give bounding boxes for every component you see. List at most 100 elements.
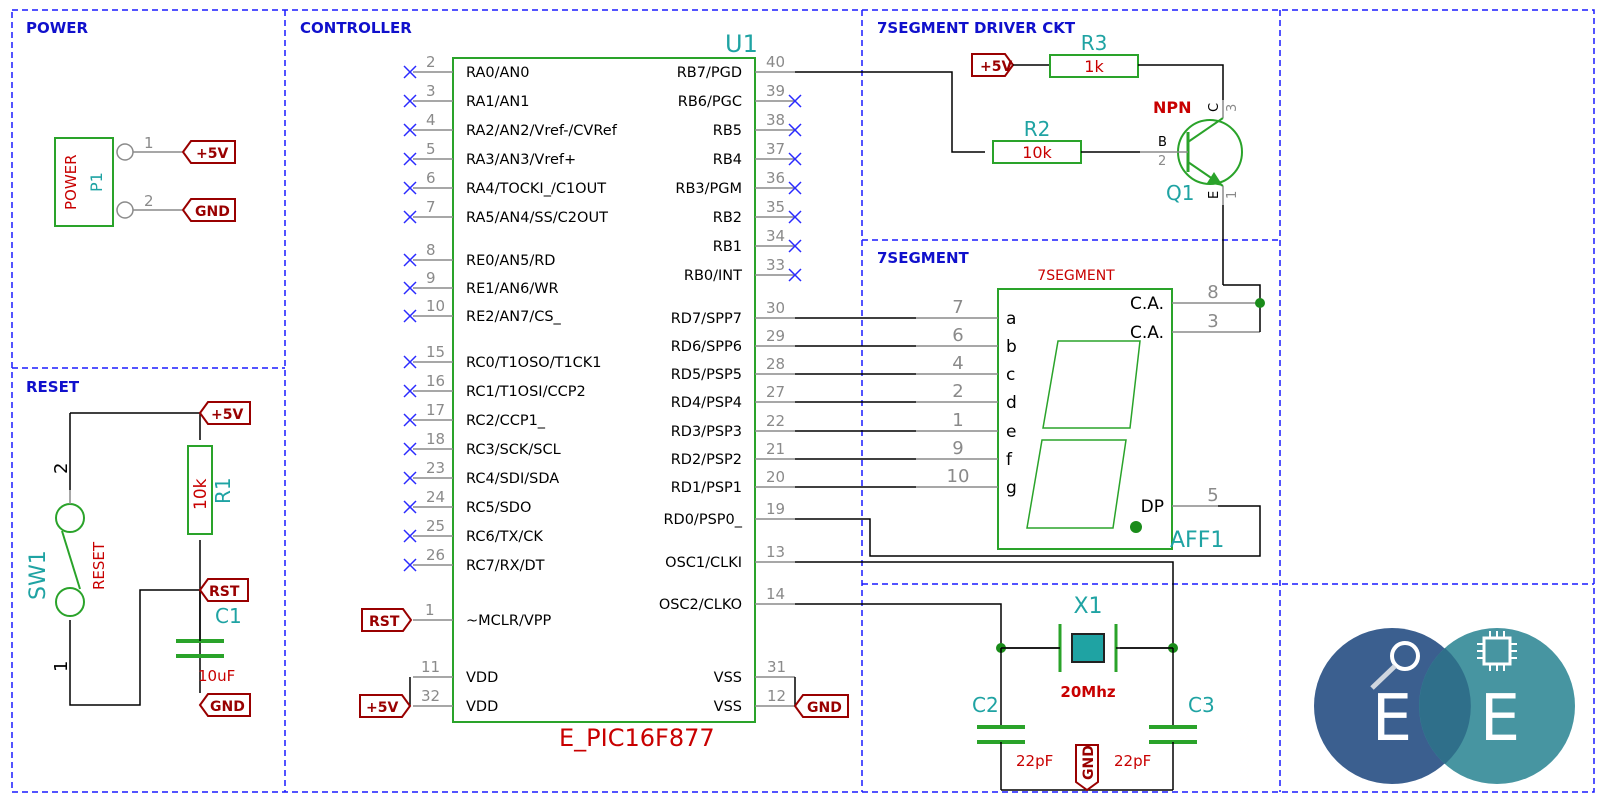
mcu-right-pin-name: RB2 — [713, 210, 742, 226]
r3-value: 1k — [1084, 57, 1104, 76]
mcu-left-pin-name: RC7/RX/DT — [466, 558, 545, 574]
vdd2-pin-num: 32 — [421, 687, 440, 705]
no-connect-icon — [403, 558, 417, 572]
c2-ref: C2 — [972, 693, 999, 717]
mcu-left-pin-name: RE1/AN6/WR — [466, 281, 559, 297]
vss1-pin-name: VSS — [714, 670, 742, 686]
p1-value: POWER — [62, 154, 80, 210]
mcu-right-pin-num: 19 — [766, 500, 785, 518]
mcu-left-pin-name: RA0/AN0 — [466, 65, 530, 81]
segment-pin-name: a — [1006, 309, 1016, 329]
mclr-pin-num: 1 — [425, 601, 435, 619]
mcu-left-pin-name: RA3/AN3/Vref+ — [466, 152, 576, 168]
no-connect-icon — [403, 309, 417, 323]
vdd1-pin-num: 11 — [421, 658, 440, 676]
vss1-pin-num: 31 — [767, 658, 786, 676]
mcu-left-pin-num: 24 — [426, 488, 445, 506]
vdd2-pin-name: VDD — [466, 699, 498, 715]
mcu-right-pin-name: RD0/PSP0_ — [663, 512, 742, 528]
q1-pin-c: C — [1207, 103, 1222, 112]
mcu-right-pin-name: RD6/SPP6 — [671, 339, 742, 355]
crystal-label-gnd: GND — [1081, 745, 1097, 780]
q1-pin-e: E — [1207, 191, 1222, 199]
mcu-right-pins: 40RB7/PGD39RB6/PGC38RB537RB436RB3/PGM35R… — [659, 53, 802, 613]
vdd1-pin-name: VDD — [466, 670, 498, 686]
mcu-left-pin-num: 8 — [426, 241, 436, 259]
no-connect-icon — [788, 181, 802, 195]
mcu-left-pins: 2RA0/AN03RA1/AN14RA2/AN2/Vref-/CVRef5RA3… — [403, 53, 618, 574]
mcu-left-pin-name: RE2/AN7/CS_ — [466, 309, 562, 325]
q1-value: NPN — [1153, 98, 1192, 117]
power-label-gnd: GND — [195, 204, 230, 220]
vss2-pin-num: 12 — [767, 687, 786, 705]
microcontroller-u1: U1 E_PIC16F877 2RA0/AN03RA1/AN14RA2/AN2/… — [359, 30, 849, 752]
segment-pin-name: e — [1006, 422, 1016, 442]
vss-label-gnd: GND — [807, 700, 842, 716]
mcu-left-pin-num: 7 — [426, 198, 436, 216]
no-connect-icon — [403, 471, 417, 485]
no-connect-icon — [403, 65, 417, 79]
mcu-left-pin-name: RC0/T1OSO/T1CK1 — [466, 355, 602, 371]
no-connect-icon — [788, 123, 802, 137]
mcu-right-pin-name: OSC2/CLKO — [659, 597, 742, 613]
power-label-5v: +5V — [196, 146, 228, 162]
mcu-right-pin-num: 22 — [766, 412, 785, 430]
no-connect-icon — [403, 253, 417, 267]
vss2-pin-name: VSS — [714, 699, 742, 715]
mcu-left-pin-name: RE0/AN5/RD — [466, 253, 555, 269]
crystal-circuit: X1 20Mhz C2 22pF C3 22pF GND — [972, 594, 1215, 792]
mcu-right-pin-num: 29 — [766, 327, 785, 345]
no-connect-icon — [403, 152, 417, 166]
segment-pin-name: f — [1006, 450, 1013, 470]
no-connect-icon — [788, 94, 802, 108]
q1-num-e: 1 — [1225, 191, 1240, 199]
mcu-right-pin-num: 37 — [766, 140, 785, 158]
reset-label-5v: +5V — [211, 407, 243, 423]
mclr-label-rst: RST — [369, 614, 400, 630]
sw1-ref: SW1 — [26, 550, 51, 600]
x1-ref: X1 — [1073, 594, 1102, 619]
mcu-right-pin-name: RB4 — [713, 152, 742, 168]
section-title-driver: 7SEGMENT DRIVER CKT — [877, 19, 1076, 37]
ca2-name: C.A. — [1130, 323, 1164, 343]
mcu-right-pin-num: 28 — [766, 355, 785, 373]
reset-circuit: SW1 RESET 2 1 10k R1 C1 10uF +5V RST GND — [26, 401, 251, 717]
q1-ref: Q1 — [1166, 181, 1194, 205]
p1-pin1-num: 1 — [144, 134, 154, 152]
signal-wires — [795, 71, 1261, 648]
r1-ref: R1 — [211, 477, 235, 504]
mcu-right-pin-name: RB1 — [713, 239, 742, 255]
mcu-right-pin-name: RD3/PSP3 — [671, 424, 742, 440]
mcu-left-pin-name: RC4/SDI/SDA — [466, 471, 559, 487]
sw1-value: RESET — [90, 541, 108, 590]
q1-num-b: 2 — [1158, 154, 1166, 169]
mcu-left-pin-num: 16 — [426, 372, 445, 390]
no-connect-icon — [403, 94, 417, 108]
segment-pin-name: d — [1006, 393, 1017, 413]
u1-value: E_PIC16F877 — [559, 724, 715, 752]
segment-pin-name: g — [1006, 478, 1017, 498]
mcu-left-pin-num: 26 — [426, 546, 445, 564]
aff1-value: 7SEGMENT — [1037, 268, 1115, 284]
mcu-left-pin-num: 3 — [426, 82, 436, 100]
no-connect-icon — [403, 384, 417, 398]
segment-pin-num: 2 — [952, 381, 963, 402]
reset-label-gnd: GND — [210, 699, 245, 715]
mcu-right-pin-name: OSC1/CLKI — [665, 555, 742, 571]
logo-letter-right: E — [1480, 682, 1520, 756]
power-label-5v-shape — [181, 140, 236, 164]
mcu-left-pin-name: RC5/SDO — [466, 500, 531, 516]
dp-name: DP — [1141, 497, 1164, 517]
c3-value: 22pF — [1114, 752, 1151, 770]
no-connect-icon — [403, 123, 417, 137]
mcu-right-pin-num: 20 — [766, 468, 785, 486]
segment-pin-num: 10 — [947, 466, 970, 487]
mcu-left-pin-name: RA4/TOCKI_/C1OUT — [466, 181, 606, 197]
no-connect-icon — [403, 529, 417, 543]
no-connect-icon — [403, 500, 417, 514]
mcu-left-pin-num: 25 — [426, 517, 445, 535]
mcu-left-pin-name: RC1/T1OSI/CCP2 — [466, 384, 586, 400]
no-connect-icon — [403, 281, 417, 295]
